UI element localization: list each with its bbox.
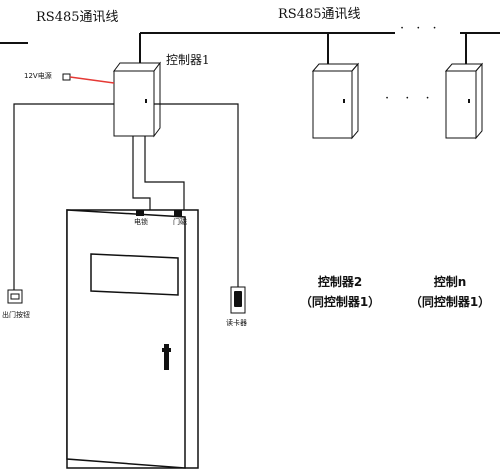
controller-n-subtitle: （同控制器1）	[409, 295, 491, 309]
power-supply-label: 12V电源	[24, 72, 52, 80]
rs485-label-right: RS485通讯线	[278, 7, 361, 22]
exit-button-label: 出门按钮	[2, 311, 30, 319]
door-sensor-label: 门磁	[173, 218, 187, 226]
bus-ellipsis-top: · · ·	[400, 21, 441, 36]
door	[66, 209, 199, 469]
rs485-bus	[0, 32, 500, 66]
exit-button-device	[7, 289, 23, 304]
card-reader-label: 读卡器	[226, 319, 247, 327]
power-supply	[62, 73, 115, 84]
wiring	[13, 103, 239, 290]
controller-2-subtitle: （同控制器1）	[299, 295, 381, 309]
controller-2-box	[311, 62, 360, 140]
controller-2-title: 控制器2	[317, 275, 363, 289]
controller-n-box	[444, 62, 484, 140]
card-reader-device	[230, 286, 246, 314]
controller-1-box	[113, 61, 161, 138]
lock-label: 电锁	[134, 218, 148, 226]
rs485-label-left: RS485通讯线	[36, 10, 119, 25]
bus-ellipsis-mid: · · ·	[385, 91, 436, 106]
controller-n-title: 控制n	[433, 275, 467, 289]
controller-1-label: 控制器1	[166, 53, 210, 67]
